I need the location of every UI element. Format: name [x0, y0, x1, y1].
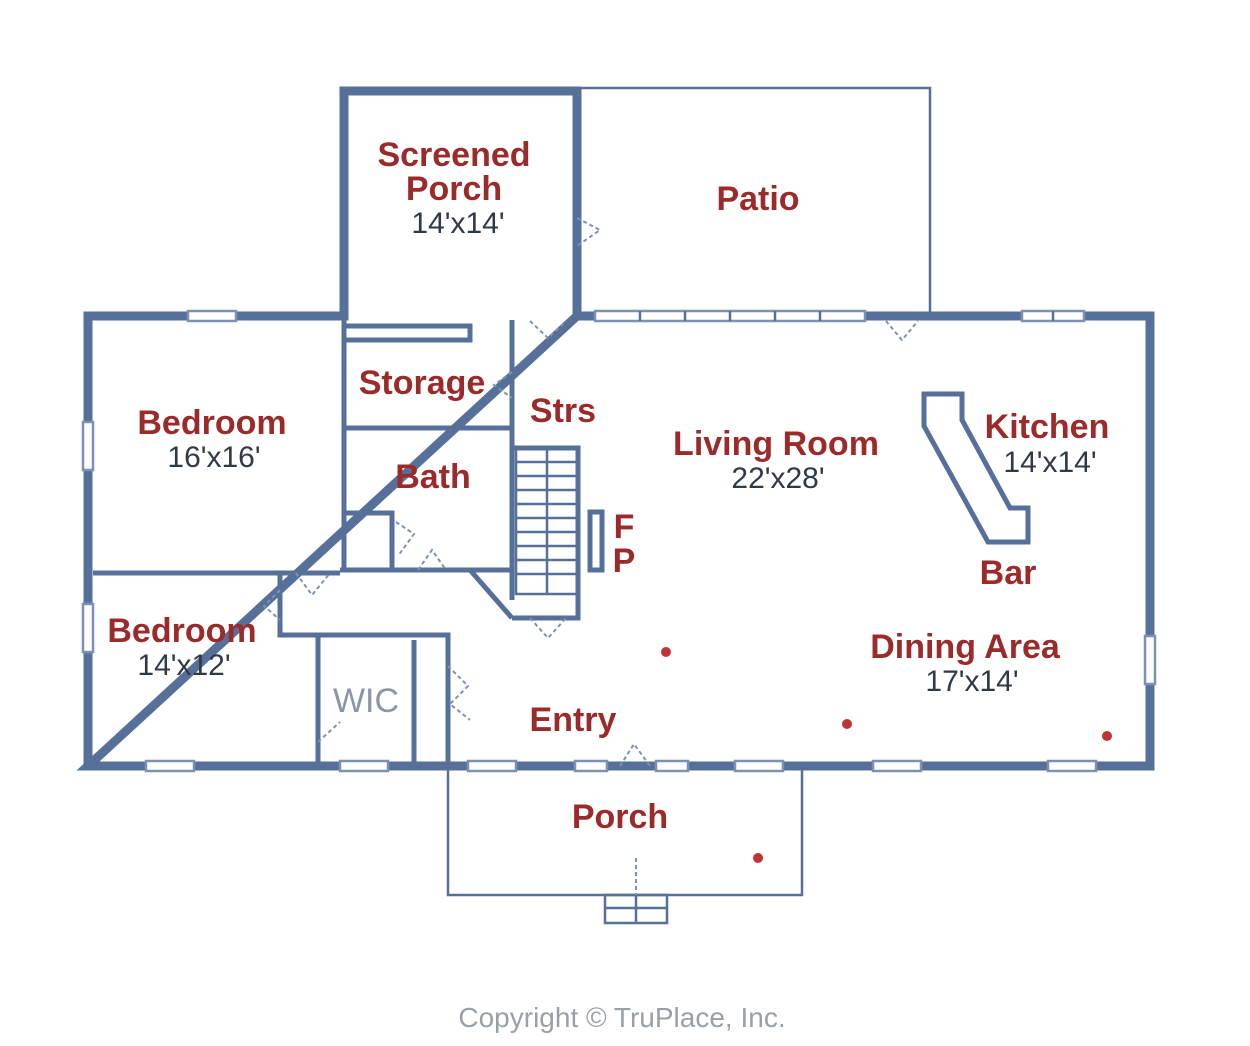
- interior-walls: [93, 316, 581, 762]
- copyright-text: Copyright © TruPlace, Inc.: [458, 1002, 785, 1033]
- doors: [262, 217, 919, 767]
- dining-area-name: Dining Area: [870, 628, 1061, 666]
- windows: [81, 309, 1157, 773]
- screened-porch-size: 14'x14': [411, 207, 504, 240]
- wic-name: WIC: [333, 682, 399, 720]
- dining-area-size: 17'x14': [925, 665, 1018, 698]
- porch-name: Porch: [572, 798, 668, 836]
- screened-porch-name-1: Screened: [377, 136, 530, 174]
- bedroom-2-name: Bedroom: [107, 612, 256, 650]
- living-room-name: Living Room: [673, 425, 879, 463]
- fireplace-label-p: P: [613, 542, 636, 580]
- ceiling-light: [1102, 731, 1112, 741]
- bedroom-1-size: 16'x16': [167, 441, 260, 474]
- bedroom-2-size: 14'x12': [137, 649, 230, 682]
- bar-counter: [921, 391, 1031, 545]
- ceiling-light: [842, 719, 852, 729]
- screened-porch-name-2: Porch: [406, 170, 502, 208]
- bar-name: Bar: [980, 554, 1037, 592]
- ceiling-light: [661, 647, 671, 657]
- storage-name: Storage: [359, 364, 486, 402]
- living-room-size: 22'x28': [731, 462, 824, 495]
- patio-name: Patio: [716, 180, 799, 218]
- fireplace-label-f: F: [614, 508, 635, 546]
- fireplace-hearth: [587, 509, 605, 573]
- ceiling-light: [753, 853, 763, 863]
- kitchen-size: 14'x14': [1003, 446, 1096, 479]
- entry-name: Entry: [530, 701, 617, 739]
- stairs: [514, 446, 580, 596]
- bedroom-1-name: Bedroom: [137, 404, 286, 442]
- screened-porch-wall: [339, 86, 582, 321]
- stairs-name: Strs: [530, 392, 596, 430]
- bath-name: Bath: [395, 458, 471, 496]
- kitchen-name: Kitchen: [985, 408, 1110, 446]
- patio-outline: [577, 86, 932, 316]
